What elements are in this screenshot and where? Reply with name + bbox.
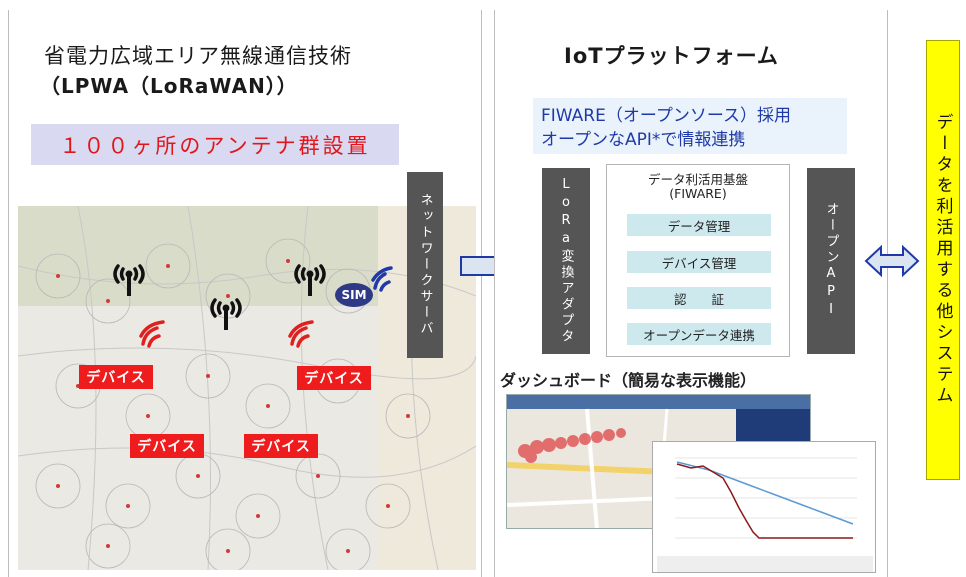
antenna-icon [210,298,242,330]
wireless-waves-icon [371,266,393,292]
lora-adapter-box: LoRa変換アダプタ [542,168,590,354]
antenna-banner: １００ヶ所のアンテナ群設置 [31,124,399,165]
platform-title-line1: データ利活用基盤 [647,172,748,187]
network-server-box: ネットワークサーバ [407,172,443,358]
fiware-note [533,98,847,154]
module-open-data: オープンデータ連携 [627,323,771,345]
other-systems-label: データを利活用する他システム [926,40,960,480]
module-data-management: データ管理 [627,214,771,236]
dashboard-title: ダッシュボード（簡易な表示機能） [500,371,757,390]
device-label: デバイス [297,366,371,390]
iot-title: IoTプラットフォーム [564,44,779,68]
dashboard-graph-graphic [657,457,873,572]
platform-title-line2: (FIWARE) [669,186,727,201]
lpwa-title-line2: （LPWA（LoRaWAN）） [40,74,298,98]
antenna-icon [294,264,326,296]
device-label: デバイス [244,434,318,458]
open-api-box: オープンAPI [807,168,855,354]
antenna-icon [113,264,145,296]
signal-waves-icon [288,320,314,348]
dashboard-graph-screenshot [652,441,876,573]
fiware-line1: FIWARE（オープンソース）採用 [541,106,791,126]
signal-waves-icon [139,320,165,348]
sim-icon: SIM [335,283,373,307]
device-label: デバイス [130,434,204,458]
lpwa-title-line1: 省電力広域エリア無線通信技術 [44,44,352,68]
module-device-management: デバイス管理 [627,251,771,273]
fiware-line2: オープンなAPI*で情報連携 [541,130,746,150]
bidirectional-arrow-icon [864,244,920,278]
device-label: デバイス [79,365,153,389]
module-authentication: 認 証 [627,287,771,309]
map-graphic [18,206,476,570]
sim-label: SIM [341,288,367,302]
fiware-platform-box: データ利活用基盤 (FIWARE) データ管理 デバイス管理 認 証 オープンデ… [606,164,790,357]
